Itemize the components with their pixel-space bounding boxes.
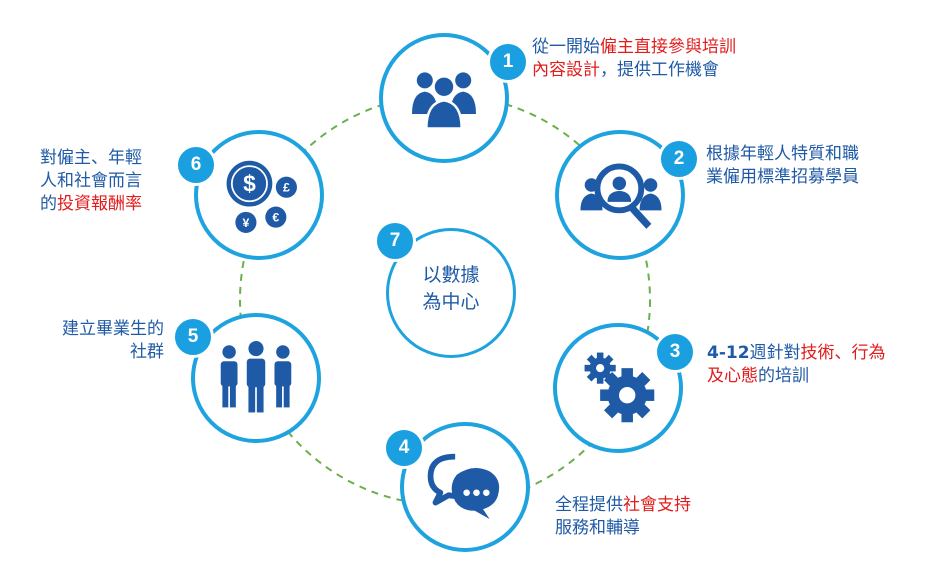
step-5-label: 建立畢業生的 社群 (62, 319, 164, 362)
step-2-badge: 2 (658, 138, 700, 180)
step-5-badge: 5 (172, 316, 214, 358)
chat-bubbles-icon (427, 453, 500, 519)
svg-text:¥: ¥ (242, 216, 249, 230)
svg-text:£: £ (283, 181, 290, 195)
step-2-label: 根據年輕人特質和職 業僱用標準招募學員 (706, 144, 859, 187)
step-6-badge: 6 (175, 144, 217, 186)
gears-icon (584, 352, 655, 423)
center-badge: 7 (374, 220, 416, 262)
three-people-icon (220, 341, 292, 413)
people-group-icon (412, 72, 476, 130)
step-1-label: 從一開始僱主直接參與培訓 內容設計，提供工作機會 (532, 37, 736, 80)
step-4-badge: 4 (383, 427, 425, 469)
step-1-badge: 1 (487, 41, 529, 83)
step-6-label: 對僱主、年輕 人和社會而言 的投資報酬率 (40, 148, 142, 214)
currency-coins-icon: $ £ ¥ € (226, 160, 297, 233)
svg-text:€: € (272, 211, 279, 225)
step-3-badge: 3 (654, 331, 696, 373)
center-label: 以數據 為中心 (422, 264, 480, 313)
magnifier-person-icon (580, 163, 662, 229)
step-6-circle (194, 130, 324, 260)
step-4-label: 全程提供社會支持 服務和輔導 (555, 495, 691, 538)
step-3-label: 4-12週針對技術、行為 及心態的培訓 (707, 343, 886, 386)
svg-text:$: $ (243, 171, 256, 197)
